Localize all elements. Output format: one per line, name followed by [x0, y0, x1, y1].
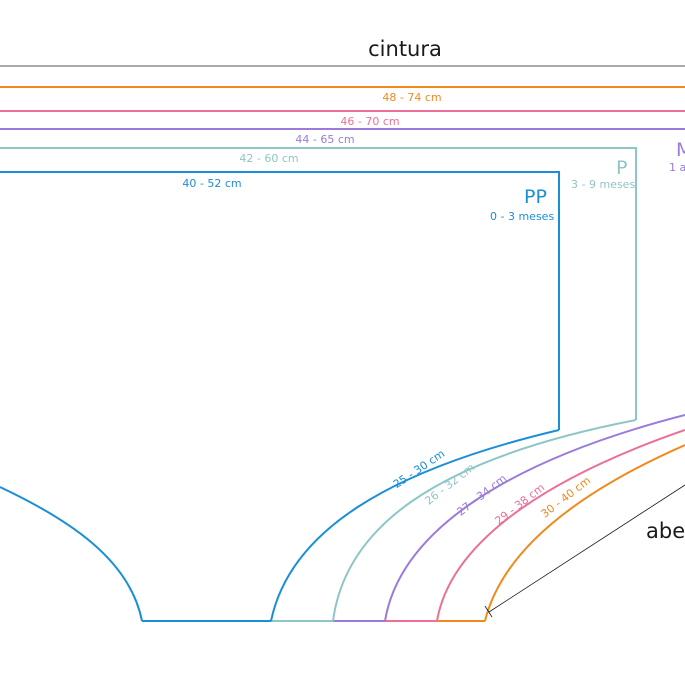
size-pp-outline	[0, 171, 560, 622]
leg-opening-label: abe	[646, 519, 685, 543]
size-m-age: 1 a	[669, 161, 685, 174]
size-pp-waist-label: 40 - 52 cm	[182, 177, 241, 190]
size-p-age: 3 - 9 meses	[571, 178, 635, 191]
size-p-outline	[0, 147, 637, 622]
size-p-waist-label: 42 - 60 cm	[239, 152, 298, 165]
size-gg-outline	[0, 86, 685, 622]
size-m-name: M	[676, 139, 685, 161]
size-g-waist-label: 46 - 70 cm	[340, 115, 399, 128]
size-m-outline	[0, 128, 685, 622]
size-pp-age: 0 - 3 meses	[490, 210, 554, 223]
leg-opening-dimension-tick	[484, 605, 493, 618]
size-gg-waist-label: 48 - 74 cm	[382, 91, 441, 104]
size-g-outline	[0, 110, 685, 622]
leg-opening-dimension-line	[488, 484, 685, 613]
size-pp-name: PP	[524, 186, 547, 208]
size-m-waist-label: 44 - 65 cm	[295, 133, 354, 146]
size-p-name: P	[616, 157, 627, 179]
waist-title: cintura	[368, 37, 442, 61]
